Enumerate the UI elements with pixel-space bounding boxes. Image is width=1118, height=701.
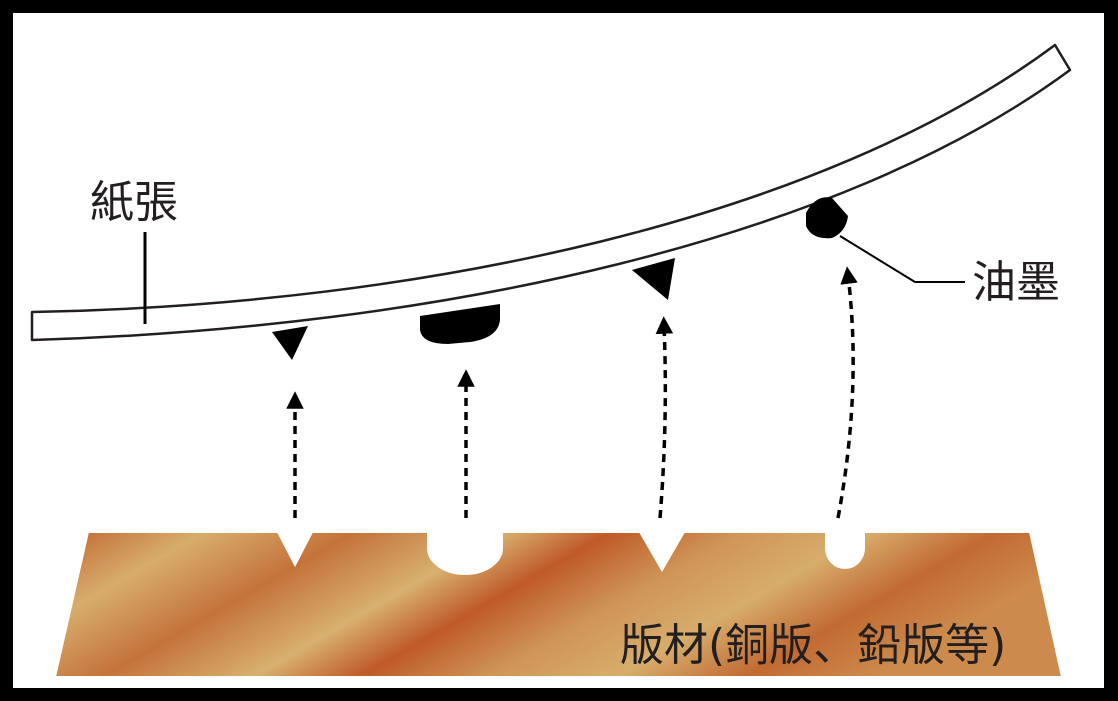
paper-label: 紙張 [90, 177, 178, 228]
ink-dot-3 [632, 258, 675, 300]
transfer-arrow-3 [655, 316, 674, 519]
plate [53, 531, 1064, 678]
transfer-arrow-4 [836, 266, 858, 519]
plate-label: 版材(銅版、鉛版等) [620, 620, 1006, 671]
ink-leader-line [839, 235, 965, 283]
paper-sheet [30, 43, 1072, 342]
ink-dot-2 [420, 304, 500, 344]
ink-label: 油墨 [972, 257, 1060, 308]
ink-dot-1 [272, 326, 308, 360]
ink-dot-4 [806, 197, 848, 239]
